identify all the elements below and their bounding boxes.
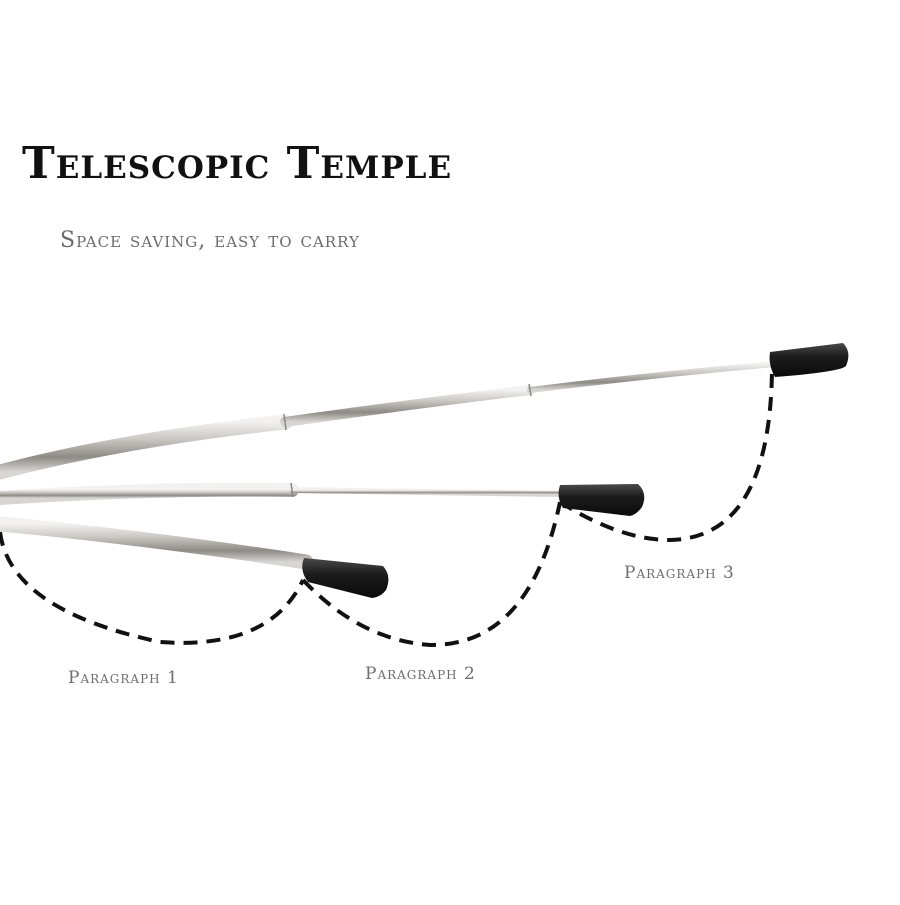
dashed-arc-2	[301, 501, 562, 648]
dashed-arc-1	[0, 531, 305, 645]
temple-arm-half-extended	[0, 482, 645, 516]
page-title: Telescopic Temple	[22, 138, 453, 189]
temple-arm-extended	[0, 343, 849, 480]
label-paragraph-3: Paragraph 3	[624, 563, 735, 583]
temple-arm-retracted	[0, 516, 389, 598]
temple-tip-3	[769, 343, 849, 377]
page-subtitle: Space saving, easy to carry	[60, 228, 360, 253]
label-paragraph-1: Paragraph 1	[68, 668, 179, 688]
temple-tip-2	[558, 484, 645, 516]
temple-tip-1	[302, 558, 389, 598]
dashed-arc-3	[558, 369, 774, 543]
label-paragraph-2: Paragraph 2	[365, 664, 476, 684]
